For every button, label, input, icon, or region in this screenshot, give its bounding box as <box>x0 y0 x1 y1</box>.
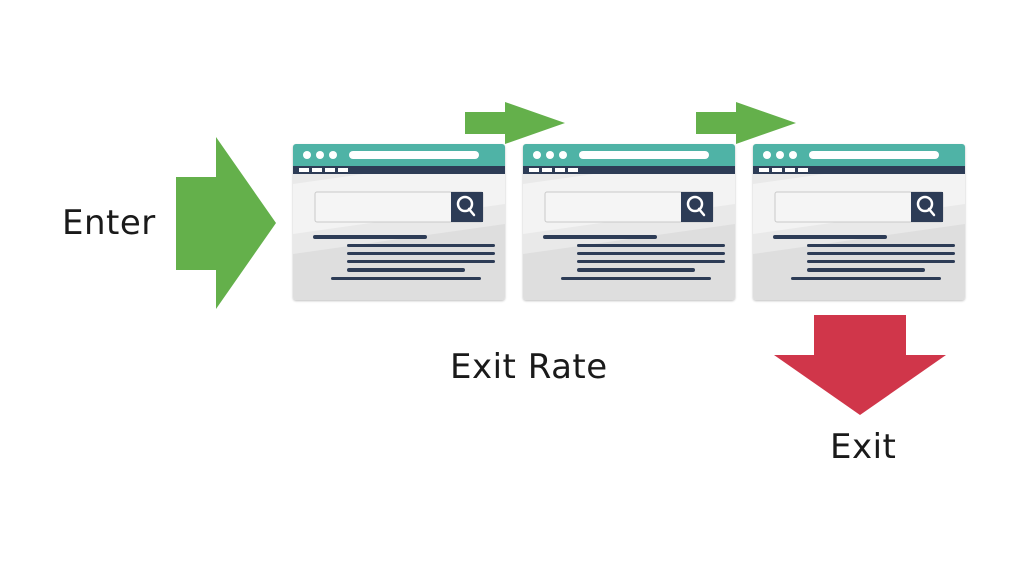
exit-arrow <box>774 315 946 415</box>
browser-page-3 <box>753 144 965 300</box>
browser-page-1 <box>293 144 505 300</box>
forward-arrow-1 <box>465 102 565 144</box>
exit-rate-label: Exit Rate <box>450 347 608 387</box>
browser-window-icon <box>523 144 735 300</box>
browser-page-2 <box>523 144 735 300</box>
enter-label: Enter <box>62 203 156 243</box>
enter-arrow <box>176 137 276 309</box>
browser-window-icon <box>293 144 505 300</box>
exit-label: Exit <box>830 427 897 467</box>
forward-arrow-2 <box>696 102 796 144</box>
browser-window-icon <box>753 144 965 300</box>
